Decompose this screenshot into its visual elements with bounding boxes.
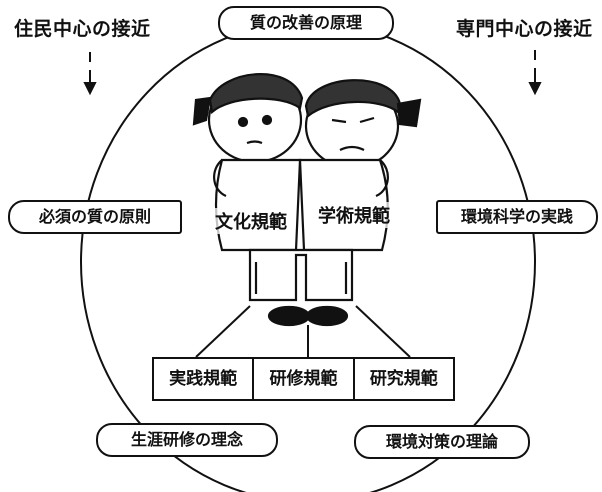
box-quality-improvement-principle: 質の改善の原理 [218, 6, 394, 40]
left-down-arrow [83, 52, 97, 96]
left-child-body [214, 158, 302, 252]
norm-table: 実践規範 研修規範 研究規範 [152, 357, 455, 401]
box-essential-quality-principle: 必須の質の原則 [8, 200, 182, 234]
label-cultural-norm: 文化規範 [213, 208, 289, 234]
right-shoe [305, 305, 349, 327]
legs [248, 248, 354, 302]
box-environmental-policy-theory: 環境対策の理論 [354, 425, 530, 459]
cell-research-norm: 研究規範 [369, 369, 438, 389]
left-shoe [267, 305, 311, 327]
cell-training-norm: 研修規範 [254, 359, 355, 399]
cartoon-children [192, 73, 422, 327]
cell-practice-norm: 実践規範 [154, 359, 255, 399]
box-environmental-science-practice: 環境科学の実践 [436, 200, 598, 234]
header-resident-centered-approach: 住民中心の接近 [14, 18, 151, 40]
label-academic-norm: 学術規範 [316, 202, 392, 228]
right-down-arrow [528, 50, 542, 96]
box-lifelong-training-philosophy: 生涯研修の理念 [96, 423, 278, 457]
header-expert-centered-approach: 専門中心の接近 [456, 18, 593, 40]
connector-lines [195, 305, 411, 358]
